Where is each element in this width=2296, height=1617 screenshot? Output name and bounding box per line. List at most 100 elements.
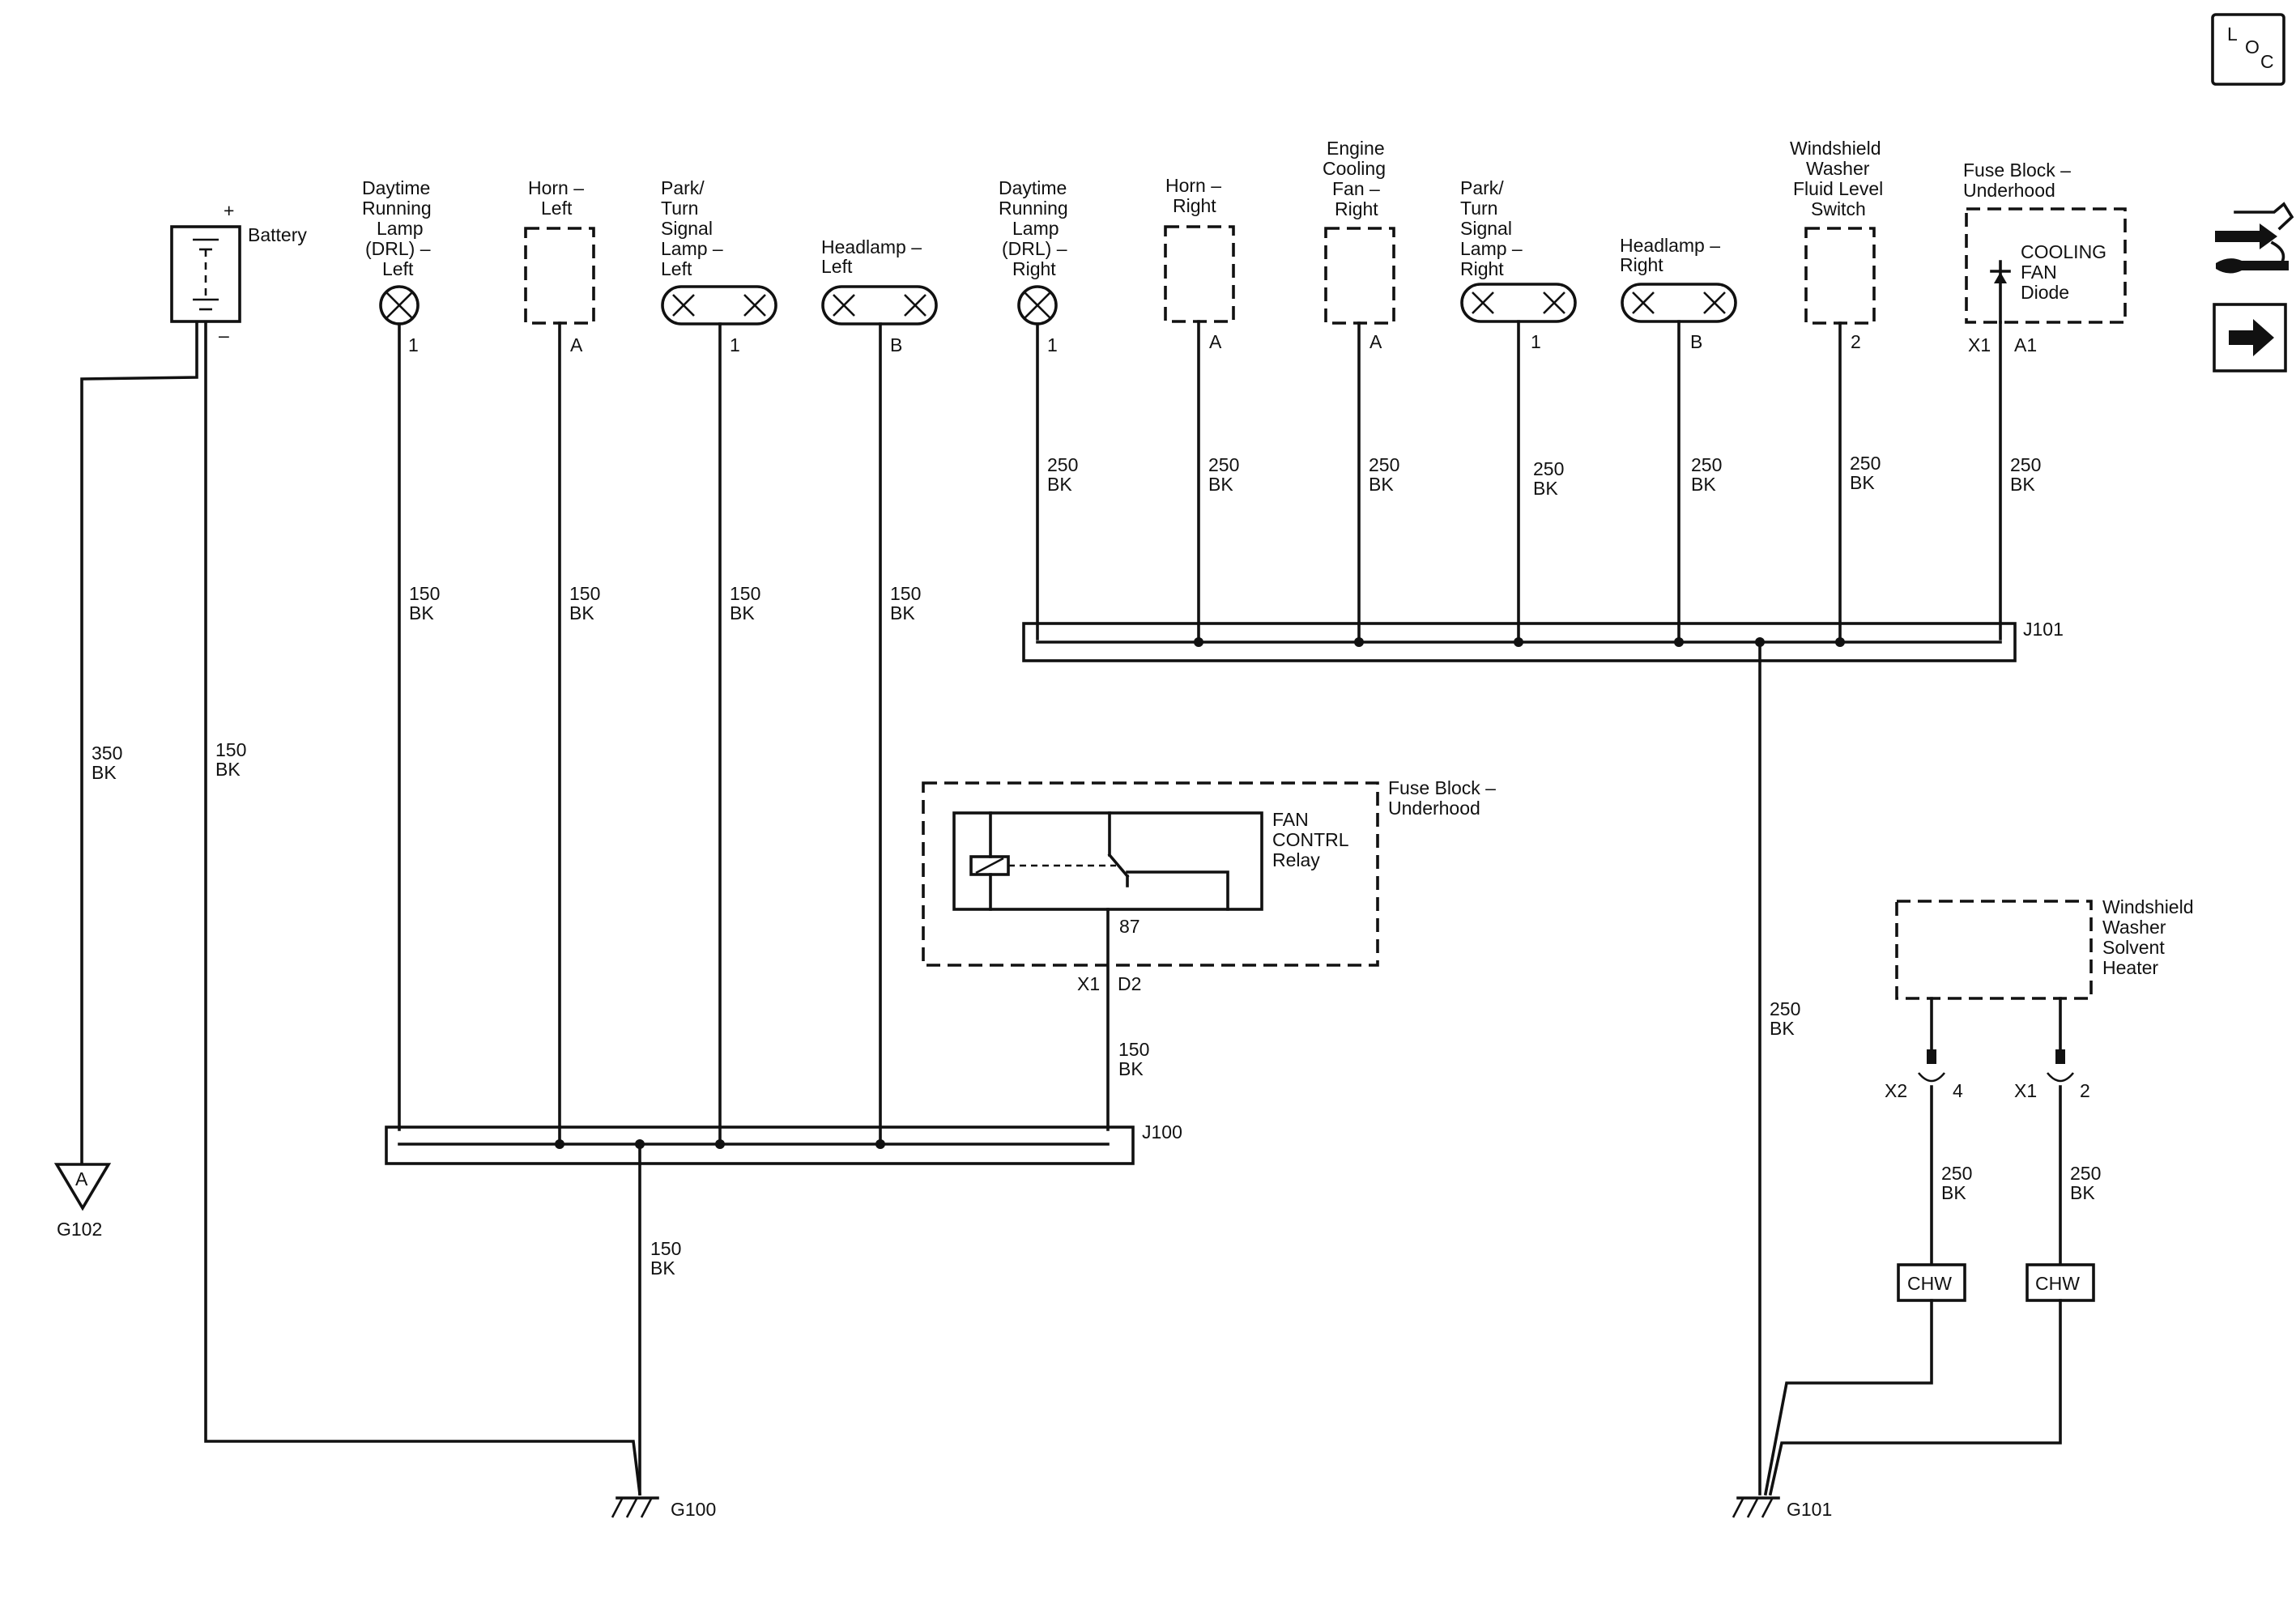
svg-text:Heater: Heater: [2102, 957, 2158, 978]
drl-left-lamp: Daytime Running Lamp (DRL) – Left 1: [362, 177, 432, 355]
svg-text:Underhood: Underhood: [1963, 180, 2055, 201]
svg-text:Windshield: Windshield: [2102, 896, 2194, 917]
washer-solvent-heater: Windshield Washer Solvent Heater: [1895, 896, 2194, 1000]
svg-text:Lamp –: Lamp –: [661, 238, 723, 259]
washer-fluid-level-switch: Windshield Washer Fluid Level Switch 2: [1790, 138, 1883, 352]
svg-text:Left: Left: [541, 198, 573, 219]
location-view-button[interactable]: L O C: [2211, 13, 2285, 86]
svg-text:150: 150: [1118, 1039, 1149, 1060]
ground-g100: G100: [611, 1496, 716, 1520]
svg-text:CHW: CHW: [2035, 1273, 2080, 1294]
wire-label-150bk-battery: 150 BK: [215, 739, 246, 780]
park-turn-lamp-left: Park/ Turn Signal Lamp – Left 1: [661, 177, 777, 355]
heater-connector-x1: X1 2: [2014, 997, 2090, 1266]
svg-text:Running: Running: [362, 198, 432, 219]
horn-left-pin: A: [570, 334, 583, 355]
svg-text:BK: BK: [1941, 1182, 1966, 1203]
svg-text:Headlamp –: Headlamp –: [821, 236, 922, 257]
splice-j101: J101: [1022, 619, 2064, 662]
wire-label-150bk-relay: 150 BK: [1118, 1039, 1149, 1079]
connector-end-view-icon[interactable]: [2215, 202, 2294, 274]
svg-text:Relay: Relay: [1272, 849, 1320, 870]
svg-text:250: 250: [1941, 1163, 1972, 1184]
svg-text:Turn: Turn: [1460, 198, 1497, 219]
heater-pin-4: 4: [1953, 1080, 1963, 1101]
headlamp-left-pin: B: [890, 334, 902, 355]
diode-conn-x1: X1: [1968, 334, 1991, 355]
svg-text:Right: Right: [1012, 258, 1056, 279]
battery-minus: –: [219, 325, 229, 346]
wire-label-350bk: 350 BK: [92, 743, 122, 783]
svg-text:BK: BK: [569, 602, 594, 623]
svg-text:BK: BK: [409, 602, 434, 623]
relay-pin-87: 87: [1119, 916, 1140, 937]
svg-text:Cooling: Cooling: [1323, 158, 1386, 179]
svg-text:Left: Left: [821, 256, 853, 277]
loc-l: L: [2227, 23, 2238, 45]
heater-conn-x1: X1: [2014, 1080, 2037, 1101]
svg-text:Turn: Turn: [661, 198, 698, 219]
svg-text:Signal: Signal: [1460, 218, 1512, 239]
park-turn-left-pin: 1: [730, 334, 740, 355]
svg-text:BK: BK: [2070, 1182, 2095, 1203]
svg-text:150: 150: [730, 583, 760, 604]
svg-text:Engine: Engine: [1327, 138, 1385, 159]
svg-text:Horn –: Horn –: [1165, 175, 1221, 196]
relay-pin-d2: D2: [1118, 973, 1141, 994]
chw-splice-left: CHW: [1897, 1263, 1966, 1302]
headlamp-right: Headlamp – Right B: [1620, 235, 1737, 352]
svg-text:Daytime: Daytime: [362, 177, 430, 198]
svg-text:250: 250: [1770, 998, 1800, 1019]
heater-pin-2: 2: [2080, 1080, 2090, 1101]
svg-text:FAN: FAN: [2021, 262, 2057, 283]
horn-right: Horn – Right A: [1164, 175, 1235, 352]
svg-text:Signal: Signal: [661, 218, 713, 239]
battery-plus: +: [224, 200, 234, 221]
svg-text:Running: Running: [999, 198, 1068, 219]
svg-text:BK: BK: [730, 602, 755, 623]
svg-text:250: 250: [1850, 453, 1881, 474]
svg-text:(DRL) –: (DRL) –: [1002, 238, 1067, 259]
park-turn-right-pin: 1: [1531, 331, 1541, 352]
wire-label-150bk-j100: 150 BK: [650, 1238, 681, 1279]
svg-text:150: 150: [409, 583, 440, 604]
wire-battery-to-g102: [80, 321, 198, 1166]
svg-text:Left: Left: [382, 258, 414, 279]
svg-text:Headlamp –: Headlamp –: [1620, 235, 1720, 256]
svg-text:250: 250: [2010, 454, 2041, 475]
headlamp-left: Headlamp – Left B: [821, 236, 938, 355]
svg-text:Right: Right: [1620, 254, 1663, 275]
svg-text:BK: BK: [1770, 1018, 1795, 1039]
svg-text:Daytime: Daytime: [999, 177, 1067, 198]
engine-fan-right-pin: A: [1370, 331, 1382, 352]
engine-cooling-fan-right: Engine Cooling Fan – Right A: [1323, 138, 1395, 352]
next-page-button[interactable]: [2213, 303, 2287, 372]
svg-text:250: 250: [1369, 454, 1399, 475]
loc-o: O: [2245, 36, 2260, 57]
svg-text:BK: BK: [1850, 472, 1875, 493]
svg-text:150: 150: [569, 583, 600, 604]
svg-text:150: 150: [650, 1238, 681, 1259]
heater-connector-x2: X2 4: [1885, 997, 1963, 1266]
fuse-block-underhood-diode: Fuse Block – Underhood COOLING FAN Diode…: [1963, 160, 2127, 355]
svg-text:Underhood: Underhood: [1388, 798, 1480, 819]
wire-chw-left-to-g101: [1763, 1299, 1933, 1496]
horn-left: Horn – Left A: [524, 177, 595, 355]
svg-text:Fuse Block –: Fuse Block –: [1388, 777, 1496, 798]
svg-text:Switch: Switch: [1811, 198, 1866, 219]
fuse-block-underhood-relay: Fuse Block – Underhood FAN CONTRL Relay …: [922, 777, 1496, 994]
svg-text:Lamp: Lamp: [1012, 218, 1059, 239]
arrow-right-icon: [2229, 319, 2274, 356]
svg-text:COOLING: COOLING: [2021, 241, 2106, 262]
wire-label-250bk-j101: 250 BK: [1770, 998, 1800, 1039]
svg-text:BK: BK: [92, 762, 117, 783]
svg-text:250: 250: [2070, 1163, 2101, 1184]
svg-text:BK: BK: [1691, 474, 1716, 495]
diode-pin-a1: A1: [2014, 334, 2037, 355]
chw-splice-right: CHW: [2026, 1263, 2095, 1302]
svg-text:BK: BK: [890, 602, 915, 623]
loc-c: C: [2260, 51, 2274, 72]
svg-text:BK: BK: [650, 1257, 675, 1279]
